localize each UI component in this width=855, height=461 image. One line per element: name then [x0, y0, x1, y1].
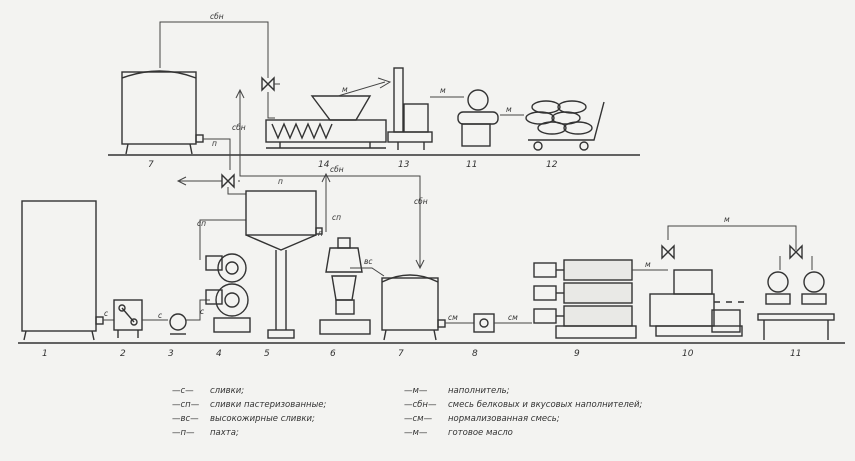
mixer-14 — [265, 77, 392, 149]
legend-code: —п— — [172, 428, 195, 438]
arrow-up-2 — [321, 172, 331, 183]
pump-3 — [169, 313, 187, 335]
label-top-13: 13 — [398, 160, 410, 170]
arrow-left — [176, 176, 187, 186]
sbn-pipe-mid — [239, 150, 421, 268]
pipe-label-m-1: м — [342, 85, 348, 94]
pipe-label-sp-2: сп — [332, 213, 341, 222]
n-pipe-to-5 — [227, 187, 246, 195]
top-tank-7 — [121, 70, 204, 155]
label-9: 9 — [574, 349, 580, 359]
label-3: 3 — [168, 349, 174, 359]
label-7: 7 — [398, 349, 404, 359]
pipe-label-sbn-4: сбн — [414, 197, 428, 206]
pipe-label-vs: вс — [364, 257, 373, 266]
legend-text: сливки; — [210, 386, 244, 396]
unit-13 — [387, 67, 433, 150]
n-pipe-top — [203, 138, 231, 170]
arrow-up — [235, 88, 245, 99]
packer-10 — [649, 225, 803, 337]
label-6: 6 — [330, 349, 336, 359]
legend-code: —с— — [172, 386, 194, 396]
tank-7-lower — [381, 274, 446, 341]
label-1: 1 — [42, 349, 48, 359]
pipe-label-sm-1: см — [448, 313, 458, 322]
legend-text: высокожирные сливки; — [210, 414, 315, 424]
pipe-label-s-1: с — [104, 309, 109, 318]
label-2: 2 — [120, 349, 126, 359]
legend-code: —сп— — [172, 400, 200, 410]
pipe-label-sbn-1: сбн — [210, 12, 224, 21]
legend-code: —м— — [404, 386, 428, 396]
separator-4 — [199, 219, 251, 333]
legend-code: —вс— — [172, 414, 199, 424]
vs-pipe — [350, 267, 385, 277]
label-top-12: 12 — [546, 160, 558, 170]
pipe-label-m-2: м — [440, 86, 446, 95]
sbn-pipe-top — [159, 21, 269, 78]
pump-8 — [473, 313, 495, 333]
pump-2 — [113, 299, 143, 338]
legend-text: готовое масло — [448, 428, 513, 438]
label-4: 4 — [216, 349, 222, 359]
label-top-11: 11 — [466, 160, 477, 170]
label-8: 8 — [472, 349, 478, 359]
legend-text: сливки пастеризованные; — [210, 400, 327, 410]
arrow-down-7 — [415, 259, 425, 270]
pipe-label-sbn-2: сбн — [232, 123, 246, 132]
scales-11-lower — [757, 256, 835, 340]
pipe-label-m-5: м — [724, 215, 730, 224]
cart-12 — [525, 100, 605, 151]
valve-top — [261, 76, 280, 92]
pipe-label-m-3: м — [506, 105, 512, 114]
valve-mid — [221, 173, 235, 189]
sbn-pipe-down — [267, 92, 275, 119]
pipe-label-sp-1: сп — [197, 219, 206, 228]
legend-code: —м— — [404, 428, 428, 438]
label-11: 11 — [790, 349, 801, 359]
scale-11-top — [457, 89, 499, 147]
pipe-label-n-3: п — [318, 229, 323, 238]
storage-tank-1 — [21, 200, 104, 341]
pipe-label-sm-2: см — [508, 313, 518, 322]
vat-5 — [245, 190, 323, 339]
legend-code: —сбн— — [404, 400, 437, 410]
pipe-label-m-4: м — [645, 260, 651, 269]
label-5: 5 — [264, 349, 270, 359]
pipe-label-n-1: п — [212, 139, 217, 148]
label-top-14: 14 — [318, 160, 330, 170]
legend-code: —см— — [404, 414, 433, 424]
pipe-label-s-2: с — [158, 311, 163, 320]
pipe-label-n-2: п — [278, 177, 283, 186]
legend-text: наполнитель; — [448, 386, 510, 396]
legend-text: пахта; — [210, 428, 239, 438]
s-pipe-3-4 — [186, 299, 210, 321]
label-10: 10 — [682, 349, 694, 359]
separator-6 — [319, 237, 371, 335]
legend: —с— сливки; —сп— сливки пастеризованные;… — [172, 386, 643, 438]
legend-text: смесь белковых и вкусовых наполнителей; — [448, 400, 643, 410]
pipe-label-sbn-3: сбн — [330, 165, 344, 174]
label-top-7: 7 — [148, 160, 154, 170]
butter-maker-9 — [533, 259, 637, 339]
pipe-label-s-3: с — [200, 307, 205, 316]
legend-text: нормализованная смесь; — [448, 414, 560, 424]
